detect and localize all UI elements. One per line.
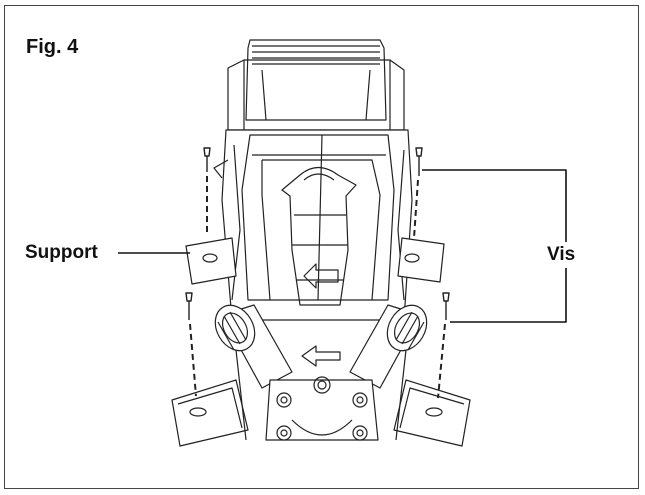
figure-title: Fig. 4 <box>26 36 79 58</box>
upper-feet <box>185 237 445 285</box>
screw-upper-right <box>413 147 423 239</box>
pump-body <box>213 129 413 321</box>
pump-head <box>265 376 379 441</box>
screw-lower-left <box>185 292 197 397</box>
screw-lower-right <box>437 292 450 399</box>
vis-label: Vis <box>547 244 576 265</box>
handle <box>227 39 405 131</box>
support-label: Support <box>25 242 98 263</box>
base-feet <box>171 349 471 447</box>
screw-upper-left <box>203 147 211 236</box>
leader-lines <box>118 169 567 323</box>
outlet-fittings <box>214 304 428 389</box>
screws <box>185 147 450 399</box>
